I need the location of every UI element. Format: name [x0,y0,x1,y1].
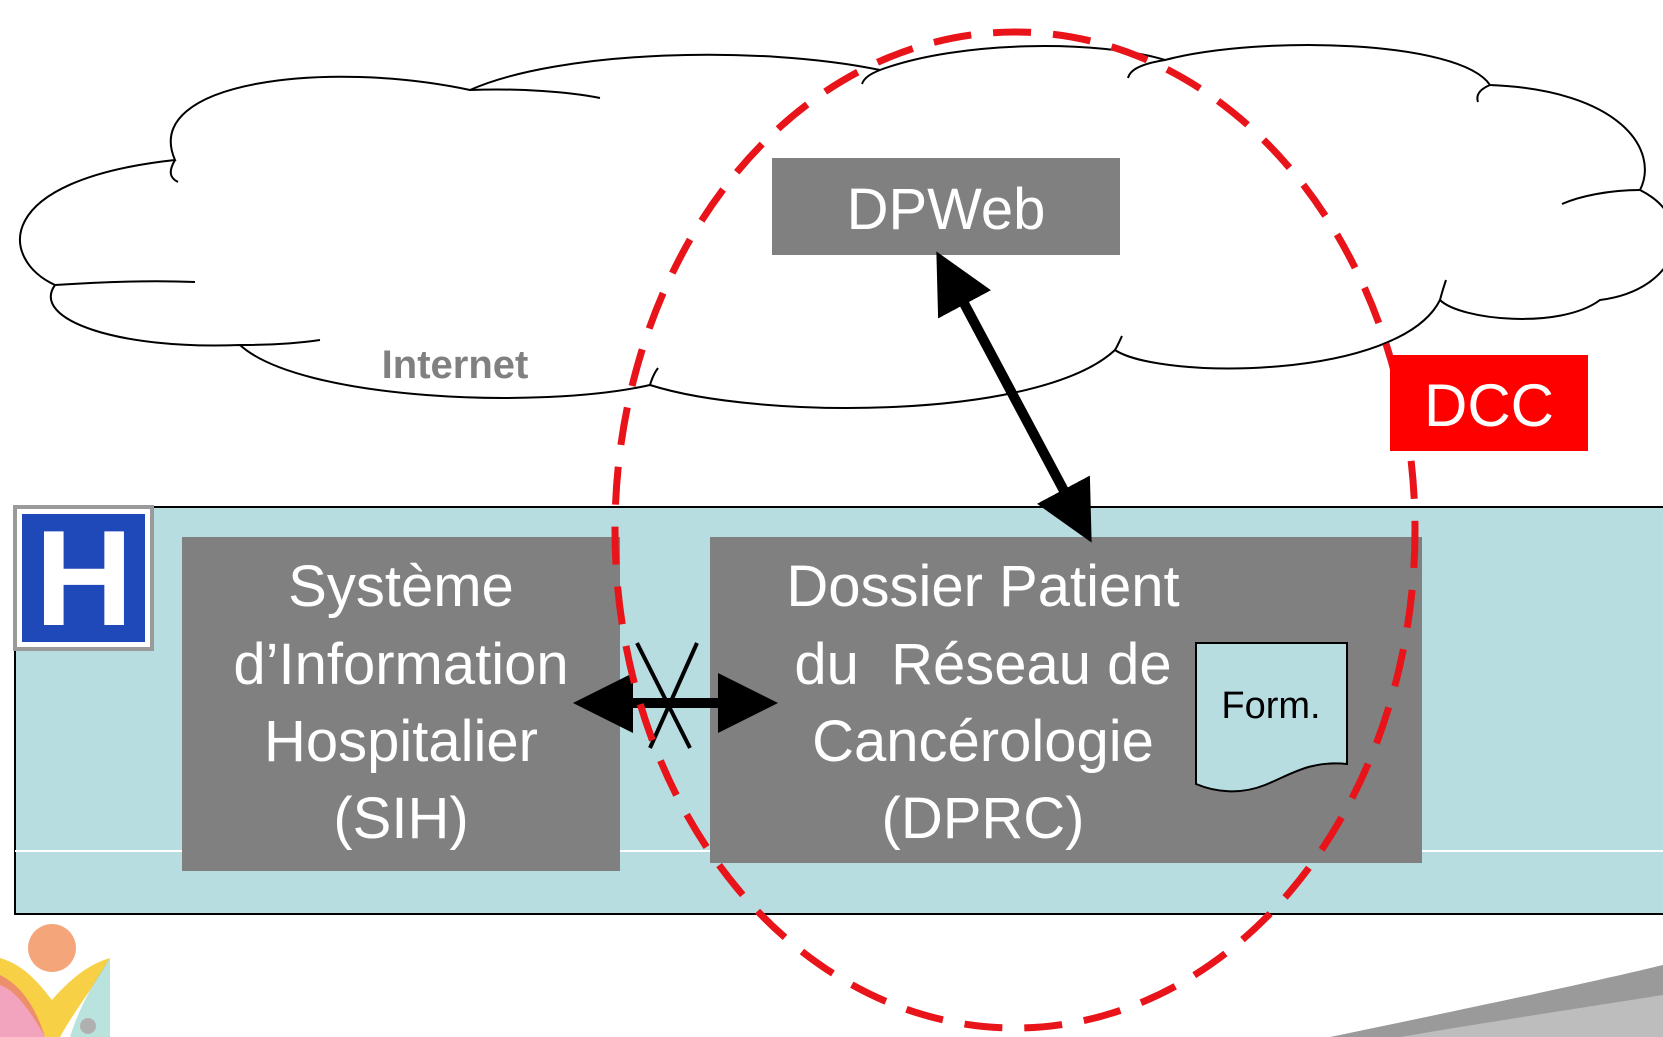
dprc-line-2: du Réseau de [794,632,1171,697]
sih-line-2: d’Information [233,632,568,697]
internet-label: Internet [382,343,529,387]
dcc-label: DCC [1424,372,1554,439]
dcc-box [1390,355,1588,451]
dcc-boundary [611,28,1419,1032]
sih-line-1: Système [288,554,514,619]
dpweb-box [772,158,1120,255]
form-document: Form. [1195,642,1348,793]
sih-line-4: (SIH) [333,786,468,851]
dprc-line-1: Dossier Patient [786,554,1179,619]
sih-node: Système d’Information Hospitalier (SIH) [182,537,620,871]
dprc-line-4: (DPRC) [882,786,1085,851]
blocked-cross-icon [635,642,699,749]
dprc-line-3: Cancérologie [812,709,1154,774]
form-label: Form. [1221,685,1320,727]
network-logo [0,924,110,1037]
sih-line-3: Hospitalier [264,709,538,774]
dcc-node: DCC [1390,355,1588,451]
hospital-sign-background [22,514,145,642]
hospital-sign: H [13,502,154,654]
sih-box [182,537,620,871]
hospital-sign-letter: H [35,502,133,654]
dpweb-dprc-arrow [936,251,1092,543]
decorative-swoosh-highlight [1400,995,1663,1037]
dpweb-node: DPWeb [772,158,1120,255]
dpweb-label: DPWeb [847,177,1046,242]
